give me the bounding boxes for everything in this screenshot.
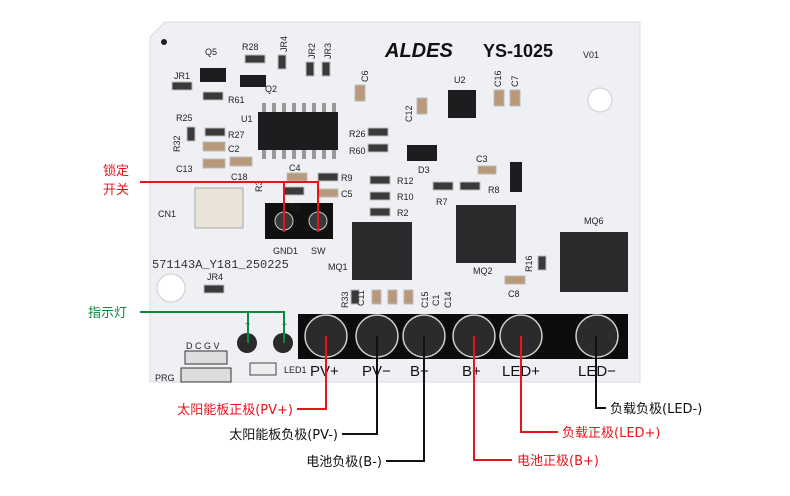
label-r33: R33 [340,291,350,308]
svg-text:R26: R26 [349,129,366,139]
indicator-leader [140,311,285,343]
svg-text:C2: C2 [228,144,240,154]
connector-cn1 [194,187,244,229]
led-minus-leader [595,336,606,409]
svg-text:C8: C8 [508,289,520,299]
prg-header [180,367,232,383]
pv-plus-leader [297,336,327,410]
label-c16: C16 [493,70,503,87]
indicator-label: 指示灯 [88,306,127,321]
svg-text:MQ1: MQ1 [328,262,348,272]
svg-text:U1: U1 [241,114,253,124]
transistor-q5 [200,68,226,82]
svg-text:CN1: CN1 [158,209,176,219]
svg-text:R61: R61 [228,95,245,105]
svg-text:R2: R2 [397,208,409,218]
lock-switch-label-1: 锁定 [103,163,129,179]
label-c11: C11 [356,290,366,306]
svg-text:D3: D3 [418,165,430,175]
model-number: YS-1025 [483,41,553,61]
pad-label-led-minus: LED− [578,363,616,380]
svg-text:Q5: Q5 [205,47,217,57]
lock-switch-leader [140,181,319,232]
label-c7: C7 [510,75,520,87]
led-plus-leader [520,336,558,433]
svg-text:R7: R7 [436,197,448,207]
svg-text:R9: R9 [341,173,353,183]
pv-plus-label: 太阳能板正极(PV+) [177,403,293,418]
svg-text:U2: U2 [454,75,466,85]
transistor-q2 [240,75,266,87]
capacitors [202,84,526,305]
label-jr2: JR2 [307,43,317,59]
svg-text:R6: R6 [289,202,301,212]
mosfet-mq2 [456,205,516,263]
mosfet-mq1 [352,222,412,280]
regulator-u2 [448,90,476,118]
label-c6: C6 [360,70,370,82]
silkscreen-vertical-labels: JR4 JR2 JR3 C6 C16 C7 R32 C12 R3 R16 R33… [172,36,534,308]
version: V01 [583,50,599,60]
label-r3: R3 [254,180,264,192]
svg-text:D C G V: D C G V [186,341,220,351]
b-minus-label: 电池负极(B-) [306,455,382,470]
svg-text:R25: R25 [176,113,193,123]
svg-text:JR4: JR4 [207,272,223,282]
b-plus-leader [473,336,512,461]
svg-text:C5: C5 [341,189,353,199]
mounting-hole [587,87,613,113]
mosfet-mq6 [560,232,628,292]
led-plus-label: 负载正极(LED+) [562,426,661,441]
fiducial [161,39,167,45]
b-plus-label: 电池正极(B+) [517,454,599,469]
svg-text:MQ2: MQ2 [473,266,493,276]
svg-text:C18: C18 [231,172,248,182]
pad-label-b-minus: B− [410,363,429,380]
label-c12: C12 [404,105,414,122]
svg-text:R27: R27 [228,130,245,140]
ic-u1 [258,112,338,150]
svg-text:MQ6: MQ6 [584,216,604,226]
led-minus-label: 负载负极(LED-) [610,402,702,417]
label-c14: C14 [443,291,453,308]
svg-text:R8: R8 [488,185,500,195]
b-minus-leader [386,336,425,462]
svg-text:PRG: PRG [155,373,175,383]
serial-number: 571143A_Y181_250225 [152,258,289,272]
svg-text:Q2: Q2 [265,84,277,94]
prog-header [184,350,228,365]
pad-label-pv-plus: PV+ [310,363,339,380]
label-r16: R16 [524,255,534,272]
label-c15: C15 [420,291,430,308]
mounting-hole [156,273,186,303]
label-c1: C1 [431,294,441,306]
svg-text:JR1: JR1 [174,71,190,81]
svg-text:R12: R12 [397,176,414,186]
logo: ALDES [384,40,453,62]
svg-text:C3: C3 [476,154,488,164]
label-jr3: JR3 [323,43,333,59]
diode-d3 [407,145,437,161]
pv-minus-label: 太阳能板负极(PV-) [229,428,338,443]
svg-text:R10: R10 [397,192,414,202]
label-jr4-top: JR4 [279,36,289,52]
led1 [249,362,277,376]
svg-text:R60: R60 [349,146,366,156]
smd-components [171,54,547,305]
svg-text:LED1: LED1 [284,365,307,375]
diode-d4 [510,162,522,192]
svg-text:R28: R28 [242,42,259,52]
pad-label-b-plus: B+ [462,363,481,380]
label-r32: R32 [172,135,182,152]
pv-minus-leader [342,336,378,435]
svg-text:C13: C13 [176,164,193,174]
svg-text:C4: C4 [289,163,301,173]
sw-label: SW [311,246,326,256]
gnd1-label: GND1 [273,246,298,256]
lock-switch-label-2: 开关 [103,183,129,198]
